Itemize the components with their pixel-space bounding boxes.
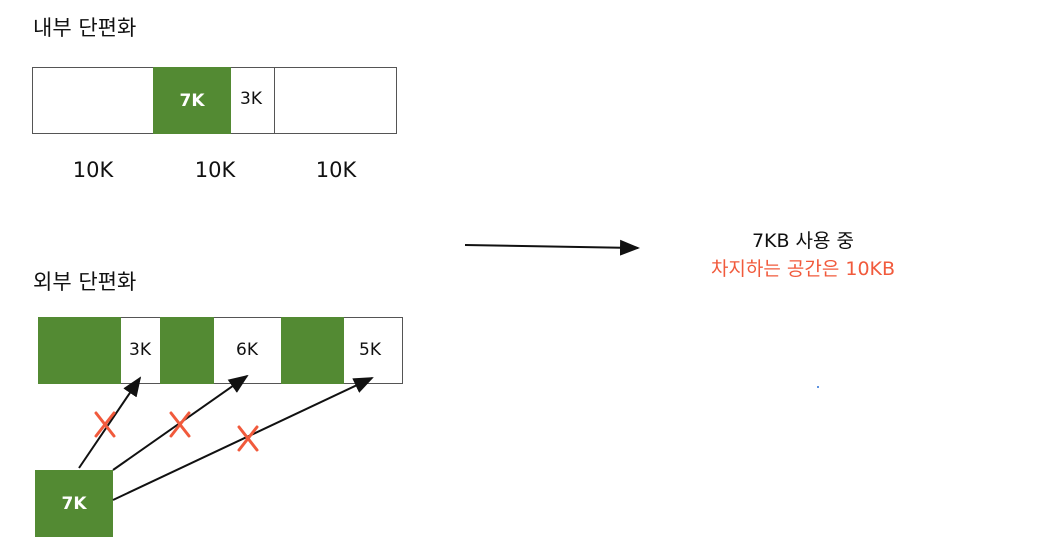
cross-icon — [237, 425, 259, 452]
cross-icon — [169, 411, 191, 438]
external-free-label: 5K — [359, 340, 381, 360]
external-used-block — [38, 317, 121, 384]
note-usage: 7KB 사용 중 — [751, 230, 855, 252]
external-used-block — [160, 317, 214, 384]
arrow-to-5k-slot — [112, 377, 374, 501]
incoming-process-block: 7K — [35, 470, 113, 537]
partition-size-label: 10K — [72, 158, 114, 182]
external-free-label: 6K — [236, 340, 258, 360]
internal-used-block: 7K — [153, 67, 231, 134]
note-occupied: 차지하는 공간은 10KB — [710, 258, 896, 280]
partition-size-label: 10K — [194, 158, 236, 182]
external-used-block — [281, 317, 344, 384]
external-fragmentation-title: 외부 단편화 — [33, 270, 137, 294]
internal-fragmentation-title: 내부 단편화 — [33, 16, 137, 40]
partition-size-label: 10K — [315, 158, 357, 182]
internal-free-label: 3K — [240, 89, 262, 109]
dot-mark — [817, 386, 819, 388]
internal-partition-divider — [274, 67, 275, 134]
external-free-label: 3K — [129, 340, 151, 360]
cross-icon — [94, 411, 116, 438]
arrow-to-3k-slot — [78, 376, 142, 469]
explanation-arrow — [464, 239, 640, 256]
